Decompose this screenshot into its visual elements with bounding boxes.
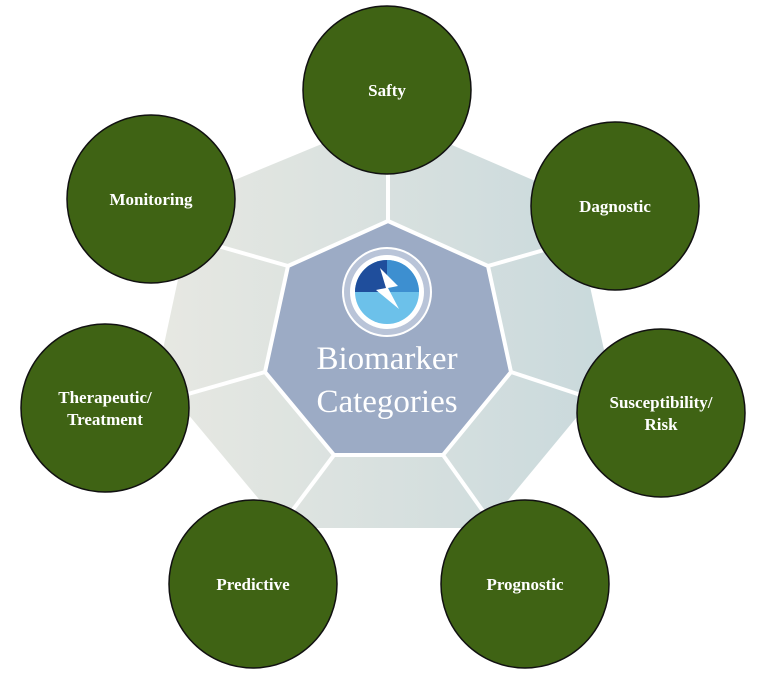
category-circle — [66, 114, 236, 284]
category-node-therapeutic: Therapeutic/Treatment — [20, 323, 190, 493]
category-circle — [576, 328, 746, 498]
category-label: Safty — [368, 81, 406, 100]
category-label: Risk — [644, 415, 678, 434]
center-title-line2: Categories — [316, 384, 457, 420]
category-nodes: SaftyDagnosticSusceptibility/RiskPrognos… — [20, 5, 746, 669]
category-circle — [440, 499, 610, 669]
category-label: Predictive — [216, 575, 290, 594]
category-node-diagnostic: Dagnostic — [530, 121, 700, 291]
category-node-monitoring: Monitoring — [66, 114, 236, 284]
category-node-safety: Safty — [302, 5, 472, 175]
category-label: Prognostic — [486, 575, 564, 594]
category-circle — [20, 323, 190, 493]
category-label: Monitoring — [109, 190, 193, 209]
center-title-line1: Biomarker — [316, 341, 457, 377]
category-label: Dagnostic — [579, 197, 651, 216]
category-circle — [168, 499, 338, 669]
center-heptagon — [263, 219, 513, 457]
category-label: Susceptibility/ — [610, 393, 713, 412]
lightning-bolt-icon — [355, 260, 419, 324]
category-label: Therapeutic/ — [58, 388, 152, 407]
category-circle — [530, 121, 700, 291]
logo-icon — [342, 247, 432, 337]
category-node-predictive: Predictive — [168, 499, 338, 669]
category-circle — [302, 5, 472, 175]
category-node-prognostic: Prognostic — [440, 499, 610, 669]
category-label: Treatment — [67, 410, 143, 429]
category-node-susceptibility: Susceptibility/Risk — [576, 328, 746, 498]
